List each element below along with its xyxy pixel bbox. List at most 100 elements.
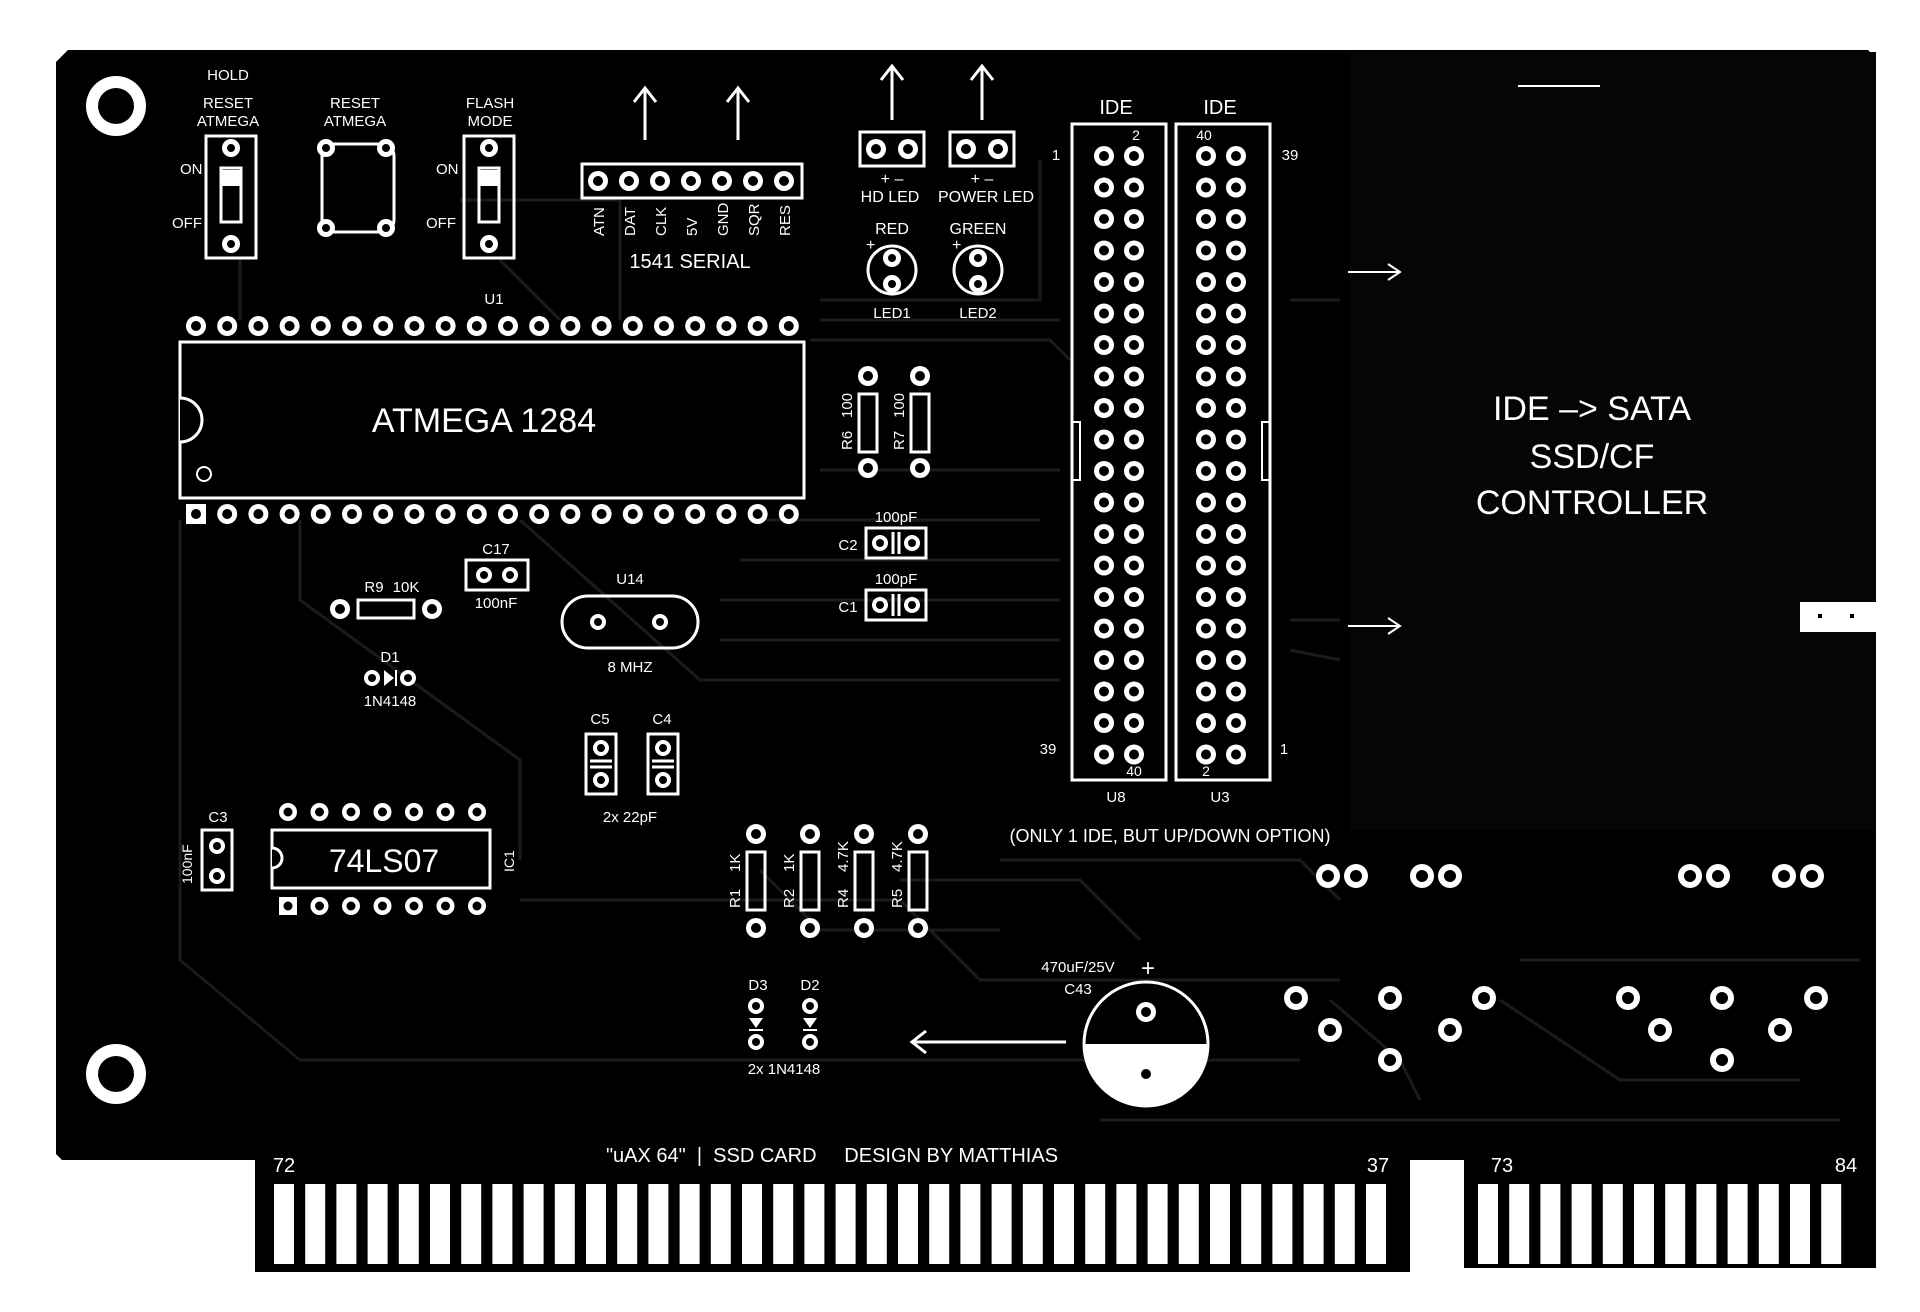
c4-ref: C4 xyxy=(652,711,671,728)
ide-right-pin xyxy=(1196,681,1216,702)
edge-finger xyxy=(1303,1184,1324,1264)
pad xyxy=(1410,864,1434,888)
u1-pin xyxy=(716,504,737,524)
pad xyxy=(1284,986,1308,1010)
u1-pin xyxy=(654,504,674,524)
r2-ref: R2 xyxy=(781,889,798,908)
u1-pin xyxy=(186,504,206,524)
ide-right-pin xyxy=(1226,681,1246,702)
controller-connector xyxy=(1800,602,1876,632)
c43-capacitor xyxy=(1082,980,1210,1108)
edge-finger xyxy=(1634,1184,1654,1264)
ic1-pin xyxy=(310,897,329,915)
ide-right-pin xyxy=(1226,366,1246,387)
hold-reset-switch[interactable] xyxy=(204,134,258,260)
u1-pin xyxy=(248,504,269,524)
pad xyxy=(1768,1018,1792,1042)
pad xyxy=(1804,986,1828,1010)
extra-pads xyxy=(1284,864,1828,1072)
ide-left-pin xyxy=(1124,146,1144,166)
controller-line-2: SSD/CF xyxy=(1530,438,1655,476)
hold-reset-label-3: ATMEGA xyxy=(197,113,259,130)
pad xyxy=(1344,864,1368,888)
ic1-ref: IC1 xyxy=(501,850,517,872)
pad xyxy=(1710,986,1734,1010)
u1-ref: U1 xyxy=(484,291,503,308)
ide-left-pin xyxy=(1094,524,1114,544)
d1-value: 1N4148 xyxy=(364,693,417,710)
d2d3-value: 2x 1N4148 xyxy=(748,1061,821,1078)
ide-right-pin xyxy=(1196,209,1216,229)
u1-pin xyxy=(404,316,425,336)
u1-pin xyxy=(591,504,612,524)
power-led-header[interactable] xyxy=(948,130,1016,168)
c1-value: 100pF xyxy=(875,571,918,588)
edge-finger xyxy=(523,1184,544,1264)
ide-right-pin xyxy=(1196,146,1216,166)
ide-left-pin xyxy=(1094,744,1114,765)
hd-led-header[interactable] xyxy=(858,130,926,168)
r4-pad xyxy=(854,918,874,938)
ide-right-pin xyxy=(1226,272,1246,292)
serial-header[interactable] xyxy=(580,162,804,200)
hold-reset-on: ON xyxy=(180,161,203,178)
ide-left-pin xyxy=(1094,681,1114,702)
u1-pin xyxy=(248,316,269,336)
edge-finger xyxy=(1116,1184,1137,1264)
u14-ref: U14 xyxy=(616,571,644,588)
edge-finger xyxy=(679,1184,700,1264)
board-title: "uAX 64" | SSD CARD DESIGN BY MATTHIAS xyxy=(606,1145,1058,1167)
reset-button[interactable] xyxy=(317,139,396,237)
ic1-pin xyxy=(468,803,486,821)
ide-left-pin xyxy=(1124,650,1144,670)
u1-pin xyxy=(778,504,799,524)
ide-right-top-pin: 40 xyxy=(1196,127,1212,143)
ide-left-pin xyxy=(1094,429,1114,450)
u1-pin xyxy=(560,504,581,524)
flash-mode-switch[interactable] xyxy=(462,134,516,260)
ide-right-pin xyxy=(1226,650,1246,670)
ide-right-pin xyxy=(1226,555,1246,576)
hold-reset-label-1: HOLD xyxy=(207,67,249,84)
u1-pin xyxy=(747,316,768,336)
u1-pin xyxy=(654,316,674,336)
ide-left-pin xyxy=(1094,240,1114,261)
ide-right-pin xyxy=(1226,429,1246,450)
ide-left-pin xyxy=(1094,335,1114,355)
edge-finger xyxy=(742,1184,762,1264)
serial-pin-label: 5V xyxy=(684,218,701,236)
pad xyxy=(1710,1048,1734,1072)
edge-finger xyxy=(336,1184,357,1264)
ide-left-pin xyxy=(1124,240,1144,261)
u1-pin xyxy=(685,504,706,524)
ide-left-pin xyxy=(1094,650,1114,670)
u1-pin xyxy=(342,316,362,336)
ide-right-pin xyxy=(1226,492,1246,513)
edge-finger xyxy=(1665,1184,1686,1264)
serial-pin-label: SQR xyxy=(746,203,763,236)
ide-left-left-pin: 1 xyxy=(1052,147,1060,164)
ide-left-connector[interactable] xyxy=(1070,122,1168,782)
pad xyxy=(1316,864,1340,888)
pad xyxy=(1438,1018,1462,1042)
ide-left-pin xyxy=(1124,335,1144,355)
r9 xyxy=(330,598,442,620)
ide-right-pin xyxy=(1226,461,1246,481)
u1-pin xyxy=(310,504,331,524)
ide-right-pin xyxy=(1196,744,1216,765)
ide-left-pin xyxy=(1124,177,1144,198)
mounting-hole-bottom xyxy=(86,1044,146,1104)
r6-value: 100 xyxy=(839,393,856,418)
ide-left-pin xyxy=(1124,744,1144,765)
c2-ref: C2 xyxy=(838,537,857,554)
ide-right-pin xyxy=(1196,492,1216,513)
ide-left-pin xyxy=(1094,303,1114,324)
led2-plus: + xyxy=(952,237,961,254)
flash-mode-label-1: FLASH xyxy=(466,95,514,112)
c43-value: 470uF/25V xyxy=(1041,959,1114,976)
ide-right-pin xyxy=(1196,272,1216,292)
edge-finger xyxy=(1054,1184,1074,1264)
edge-finger xyxy=(1821,1184,1842,1264)
u1-pin xyxy=(622,316,643,336)
ide-right-connector[interactable] xyxy=(1174,122,1272,782)
